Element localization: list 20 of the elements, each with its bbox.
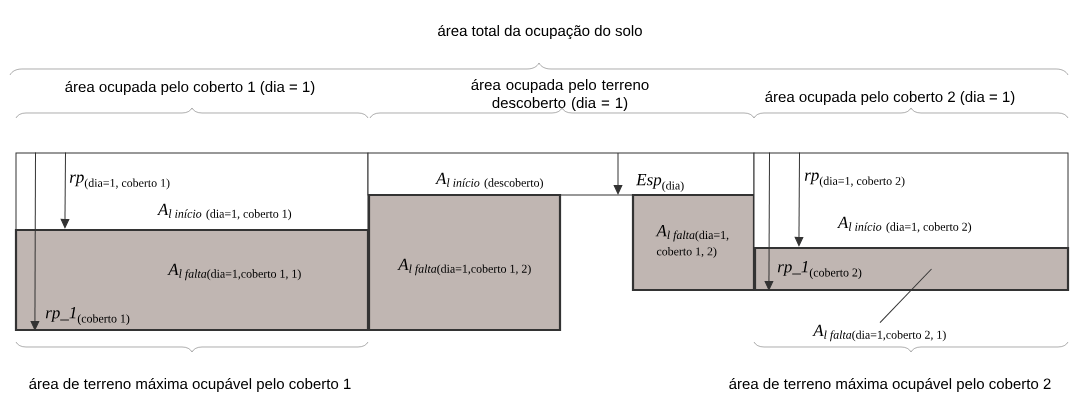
bracket-label: área ocupada pelo terreno descoberto (dia = 1): [471, 78, 649, 112]
bracket-label: área de terreno máxima ocupável pelo coberto 2: [729, 377, 1051, 393]
bracket-label: área de terreno máxima ocupável pelo coberto 1: [29, 377, 351, 393]
depth-arrow: [60, 152, 70, 229]
leader-line: [879, 268, 932, 324]
depth-arrow: [30, 152, 40, 331]
shaded-area: $\textit{A}_{\textit{l falta}\text{(dia=1,coberto 1, 2)}}$: [367, 193, 562, 332]
edge-label: $\textit{rp\_1}_{\text{(coberto 1)}}$: [45, 307, 130, 325]
depth-arrow: [764, 152, 774, 291]
formula-label: $\textit{Esp}_{\text{(dia)}}$: [636, 174, 684, 192]
edge-label: $\textit{rp}_{\text{(dia=1, coberto 2)}}$: [804, 172, 905, 188]
edge-label: $\textit{rp\_1}_{\text{(coberto 2)}}$: [777, 261, 862, 279]
bracket-label: área ocupada pelo coberto 2 (dia = 1): [765, 90, 1015, 106]
formula-label: $\textit{A}_{\textit{l falta}\text{(dia=1,coberto 2, 1)}}$: [812, 324, 946, 342]
bracket-label: área ocupada pelo coberto 1 (dia = 1): [65, 80, 315, 96]
bracket-label: área total da ocupação do solo: [438, 24, 642, 40]
depth-arrow: [794, 152, 804, 247]
shaded-area: $\begin{array}{@{}l@{}}\textit{A}_{\textit{l falta}\text{(dia=1,}}\\ \scriptstyle\text{coberto 1, 2)}\end{array}$: [631, 193, 756, 292]
bar: [753, 246, 1070, 292]
edge-label: $\textit{rp}_{\text{(dia=1, coberto 1)}}$: [69, 174, 170, 190]
